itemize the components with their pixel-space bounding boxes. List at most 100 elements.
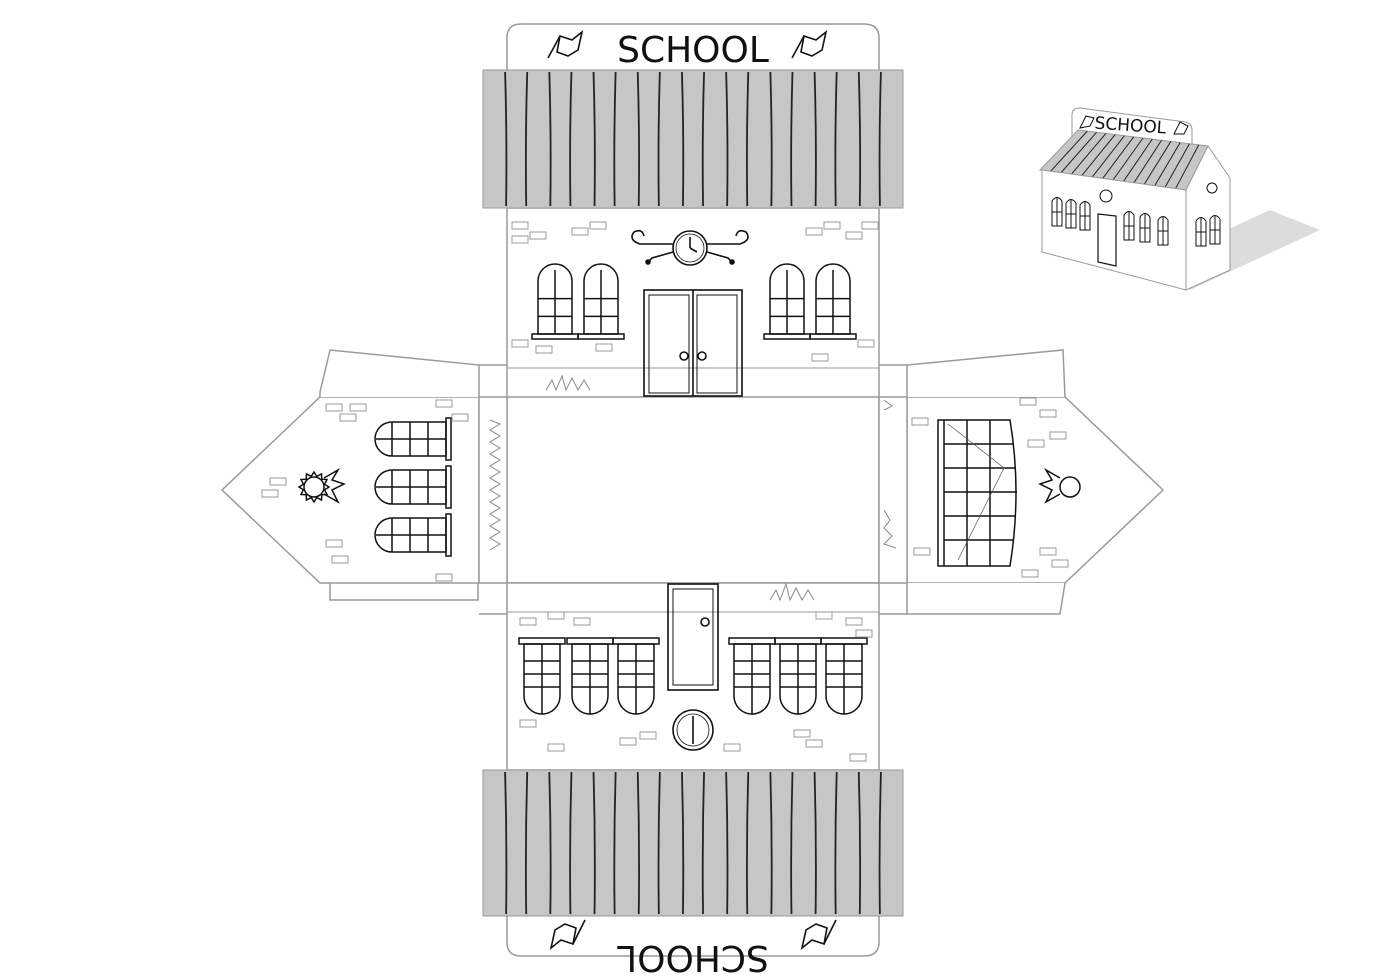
roof-plank xyxy=(878,71,882,207)
roof-plank xyxy=(681,71,685,207)
roof-plank xyxy=(769,771,773,915)
clock-icon xyxy=(631,229,749,266)
roof-plank xyxy=(790,71,794,207)
rosette-icon xyxy=(1206,182,1218,194)
left-gable xyxy=(297,417,502,557)
top-sign-text: SCHOOL xyxy=(617,30,769,71)
window-icon xyxy=(1157,216,1169,246)
roof-plank xyxy=(1070,133,1107,175)
roof-plank xyxy=(1133,140,1162,184)
roof-plank xyxy=(1112,137,1144,181)
window-icon xyxy=(1123,211,1135,241)
roof-plank xyxy=(1050,130,1088,172)
rosette-icon xyxy=(1038,467,1081,504)
window-icon xyxy=(374,513,452,557)
window-icon xyxy=(1139,213,1151,243)
window-icon xyxy=(1079,201,1091,231)
roof-top xyxy=(482,69,904,209)
roof-plank xyxy=(681,771,685,915)
roof-plank xyxy=(813,71,817,207)
right-gable xyxy=(883,399,1081,567)
roof-plank xyxy=(834,71,838,207)
window-icon xyxy=(518,637,566,715)
flag-icon xyxy=(547,29,584,59)
bottom-sign-text: SCHOOL xyxy=(617,937,769,978)
roof-plank xyxy=(813,771,817,915)
window-icon xyxy=(809,263,857,340)
roof-plank xyxy=(834,771,838,915)
roof-plank xyxy=(592,71,596,207)
roof-plank xyxy=(746,771,750,915)
roof-plank xyxy=(569,771,573,915)
back-wall xyxy=(507,582,879,751)
roof-plank xyxy=(857,771,862,915)
window-icon xyxy=(612,637,660,715)
window-icon xyxy=(1065,199,1077,229)
grass-icon xyxy=(883,399,897,549)
roof-plank xyxy=(725,771,729,915)
front-wall xyxy=(507,229,879,397)
roof-plank xyxy=(524,71,529,207)
roof-plank xyxy=(569,71,573,207)
roof-plank xyxy=(746,71,750,207)
roof-plank xyxy=(636,71,640,207)
window-icon xyxy=(566,637,614,715)
roof-plank xyxy=(657,71,661,207)
roof-plank xyxy=(657,771,661,915)
roof-plank xyxy=(725,71,729,207)
roof-plank xyxy=(613,771,617,915)
window-icon xyxy=(531,263,579,340)
roof-plank xyxy=(1154,142,1181,186)
roof-plank xyxy=(1143,141,1172,185)
bottom-sign: SCHOOL xyxy=(549,919,837,978)
net-outline xyxy=(220,23,1165,957)
roof-plank xyxy=(504,71,508,207)
grass-icon xyxy=(489,419,502,551)
roof-plank xyxy=(548,71,552,207)
roof-plank xyxy=(769,71,773,207)
window-icon xyxy=(1051,197,1063,227)
roof-plank xyxy=(857,71,862,207)
window-icon xyxy=(728,637,776,715)
flag-icon xyxy=(791,29,828,59)
clock-icon xyxy=(672,709,714,751)
door-icon xyxy=(667,583,719,691)
top-sign: SCHOOL xyxy=(547,29,828,71)
roof-plank xyxy=(636,771,640,915)
roof-plank xyxy=(1081,134,1116,177)
clock-icon xyxy=(1099,189,1113,203)
rosette-icon xyxy=(297,467,346,504)
roof-plank xyxy=(504,771,508,915)
roof-plank xyxy=(548,771,552,915)
roof-plank xyxy=(592,771,596,915)
window-icon xyxy=(1195,217,1207,247)
window-icon xyxy=(374,465,452,509)
roof-plank xyxy=(1091,135,1125,178)
assembled-preview: SCHOOL xyxy=(1038,107,1320,291)
window-icon xyxy=(820,637,868,715)
flag-icon xyxy=(1079,115,1189,135)
roof-plank xyxy=(701,771,705,915)
flag-icon xyxy=(549,919,586,951)
door-icon xyxy=(643,289,743,397)
window-icon xyxy=(577,263,625,340)
roof-plank xyxy=(1123,138,1153,182)
roof-plank xyxy=(701,71,705,207)
flag-icon xyxy=(800,919,837,951)
grass-icon xyxy=(545,374,591,392)
roof-plank xyxy=(1175,144,1200,189)
door-icon xyxy=(1097,213,1117,267)
brick-icon xyxy=(261,221,1069,762)
roof-bottom xyxy=(482,769,904,917)
roof-plank xyxy=(613,71,617,207)
window-icon xyxy=(937,419,1017,567)
window-icon xyxy=(1209,215,1221,245)
roof-plank xyxy=(1164,143,1190,188)
window-icon xyxy=(374,417,452,461)
roof-plank xyxy=(1102,136,1135,179)
roof-plank xyxy=(1060,131,1097,174)
roof-plank xyxy=(878,771,882,915)
grass-icon xyxy=(769,582,815,602)
roof-plank xyxy=(524,771,529,915)
